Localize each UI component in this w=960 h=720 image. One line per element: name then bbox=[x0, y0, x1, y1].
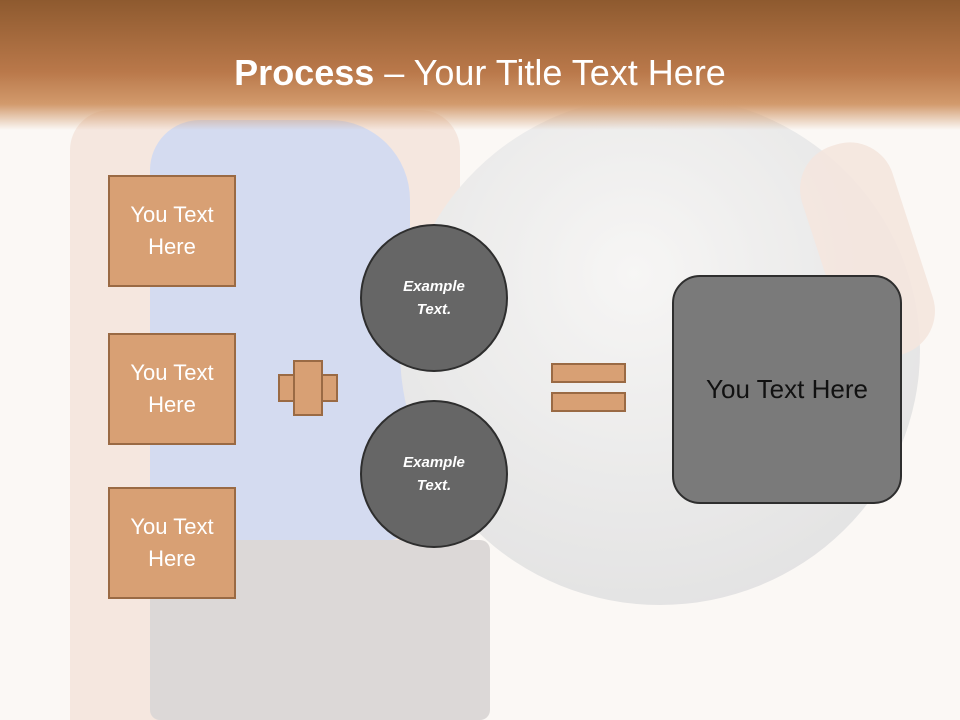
left-box-1: You Text Here bbox=[108, 175, 236, 287]
left-box-label: You Text Here bbox=[130, 360, 214, 417]
title-bar bbox=[0, 0, 960, 130]
left-box-label: You Text Here bbox=[130, 202, 214, 259]
circle-label: Example Text. bbox=[403, 278, 465, 318]
left-box-2: You Text Here bbox=[108, 333, 236, 445]
result-label: You Text Here bbox=[706, 374, 868, 404]
plus-sign-vertical bbox=[293, 360, 323, 416]
title-rest: – Your Title Text Here bbox=[374, 52, 726, 93]
circle-label: Example Text. bbox=[403, 454, 465, 494]
result-box: You Text Here bbox=[672, 275, 902, 504]
equals-sign-bottom bbox=[551, 392, 626, 412]
left-box-label: You Text Here bbox=[130, 514, 214, 571]
title-bold: Process bbox=[234, 52, 375, 93]
example-circle-1: Example Text. bbox=[360, 224, 508, 372]
left-box-3: You Text Here bbox=[108, 487, 236, 599]
example-circle-2: Example Text. bbox=[360, 400, 508, 548]
equals-sign-top bbox=[551, 363, 626, 383]
slide-title: Process – Your Title Text Here bbox=[0, 52, 960, 94]
